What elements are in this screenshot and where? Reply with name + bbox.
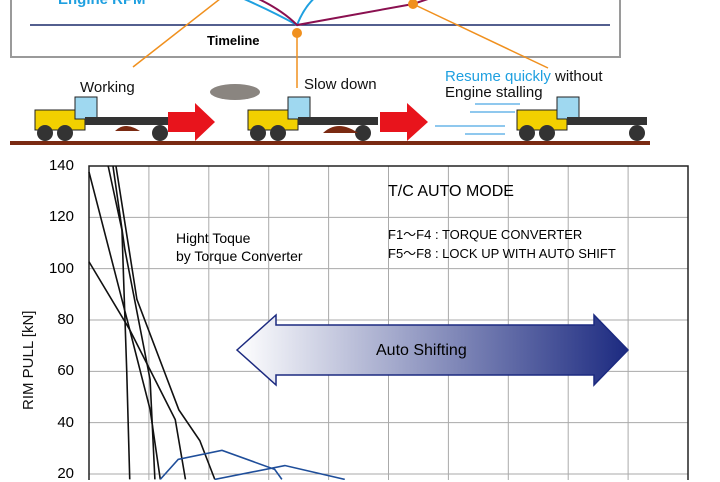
rim-pull-curves [88,165,345,480]
auto-shifting-label: Auto Shifting [376,342,467,359]
y-tick-label: 120 [48,208,74,226]
mode-line-1: F1～F4 : TORQUE CONVERTER [388,227,583,242]
y-axis-label: RIM PULL [kN] [20,311,37,410]
rim-pull-curve-2 [88,261,187,480]
rim-pull-curve-4 [112,165,156,480]
rim-pull-curve-3 [107,165,131,480]
timeline-label: Timeline [207,33,260,48]
rim-pull-curve-7 [214,464,345,480]
mode-title: T/C AUTO MODE [388,183,514,200]
engine-timeline-panel [10,0,621,58]
torque-curve [258,0,429,27]
stage-resume-line2: Engine stalling [445,84,543,101]
exhaust-smoke-icon [210,84,260,100]
callout-dot-resume [408,0,418,9]
auto-shifting-arrow [235,313,630,387]
torque-note-line-2: by Torque Converter [176,248,303,264]
mode-line-2: F5～F8 : LOCK UP WITH AUTO SHIFT [388,246,616,261]
plot-frame [88,165,689,480]
stage-slow-down-label: Slow down [304,76,377,93]
grader-icon-working [34,96,175,141]
stage-resume-label: Resume quickly without [445,68,603,85]
engine-rpm-label: Engine RPM [58,0,146,8]
rpm-curve [243,0,314,27]
resume-rest: without [550,68,603,85]
stage-working-label: Working [80,79,135,96]
resume-highlight: Resume quickly [445,68,551,85]
y-tick-label: 60 [57,362,74,380]
y-tick-label: 20 [57,465,74,482]
grader-icon-slowing [247,96,378,141]
red-arrow-icon-2 [380,103,428,141]
callout-dot-slow [292,28,302,38]
red-arrow-icon-1 [168,103,215,141]
torque-note-line-1: Hight Toque [176,230,251,246]
ground [10,141,650,145]
callout-working [132,0,220,68]
callout-resume [412,3,549,69]
y-tick-label: 100 [48,259,74,277]
rim-pull-curve-5 [115,165,216,480]
y-tick-label: 40 [57,413,74,431]
rim-pull-curve-6 [159,449,283,480]
y-tick-label: 80 [57,311,74,328]
grader-icon-resuming [516,96,647,141]
rim-pull-curve-1 [88,171,162,480]
y-tick-label: 140 [48,157,74,174]
speed-lines-icon [435,103,520,135]
